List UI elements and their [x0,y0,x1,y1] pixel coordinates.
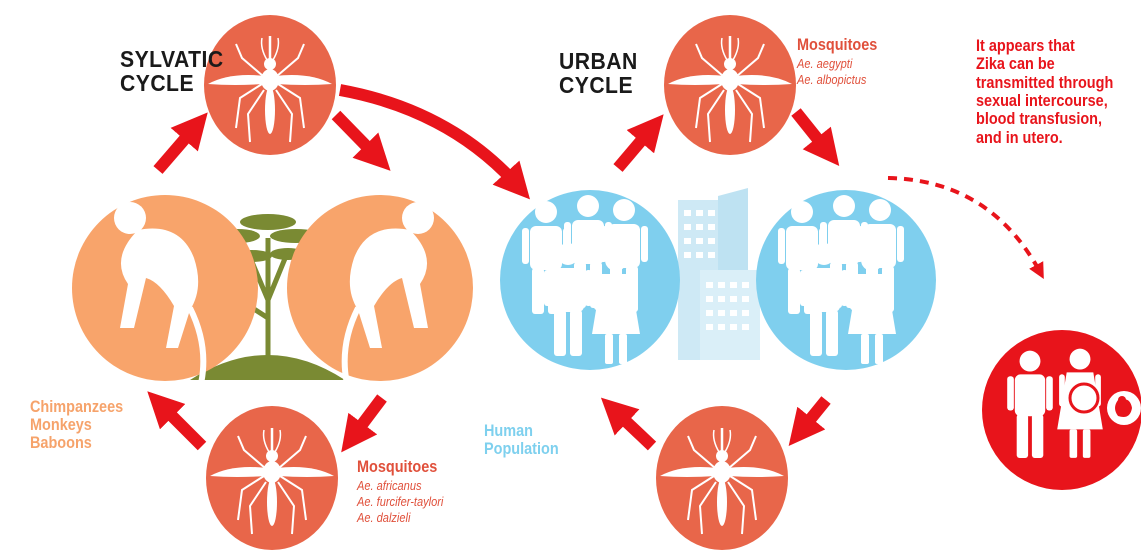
arrow-mosquito-to-human-bottom [614,410,652,446]
arrow-primate-to-mosquito [158,126,196,170]
arrow-mosquito-to-human [796,112,828,152]
family-icon [982,330,1141,490]
arrow-human-to-mosquito [618,128,652,168]
city-icon [678,188,760,360]
transmission-note: It appears that Zika can be transmitted … [976,37,1113,147]
fetus-icon [1107,391,1141,425]
arrow-human-to-mosquito-bottom [800,400,826,432]
arrow-mosquito-to-primate [336,115,378,158]
sylvatic-mosquitoes-label: Mosquitoes Ae. africanus Ae. furcifer-ta… [357,458,459,525]
urban-mosquitoes-label: Mosquitoes Ae. aegypti Ae. albopictus [797,36,891,88]
